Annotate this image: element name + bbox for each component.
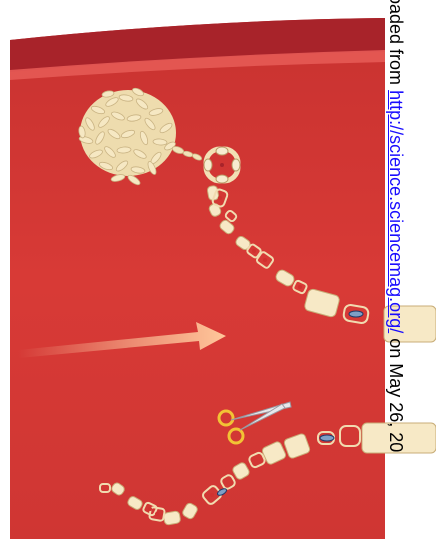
membrane-background <box>10 18 385 539</box>
watermark-prefix: oaded from <box>386 0 406 85</box>
watermark-suffix: on May 26, 20 <box>386 338 406 452</box>
watermark-link[interactable]: http://science.sciencemag.org/ <box>386 90 406 333</box>
watermark-sidebar: oaded from http://science.sciencemag.org… <box>383 0 411 539</box>
